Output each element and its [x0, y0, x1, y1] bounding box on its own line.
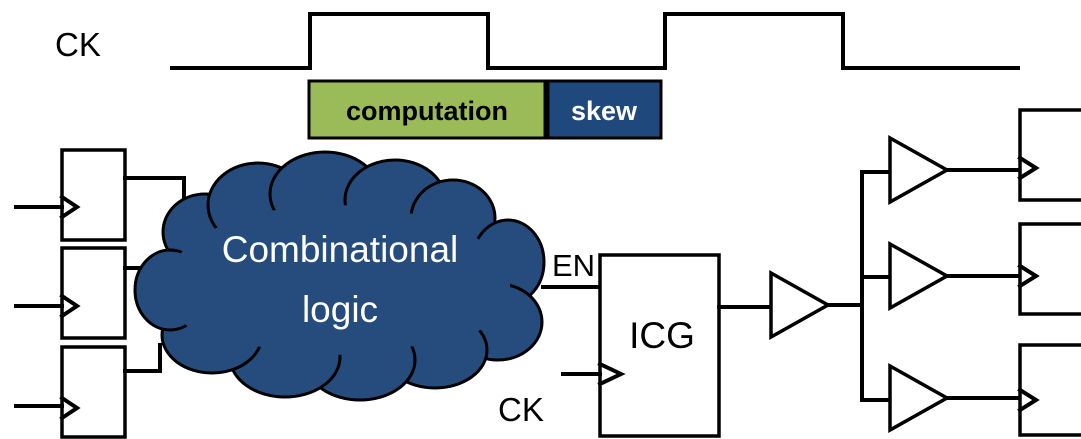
flip-flop-1	[14, 148, 186, 242]
cloud-label-line2: logic	[302, 289, 378, 330]
tree-buffer-3	[888, 363, 951, 433]
gated-flip-flop-1	[1017, 108, 1081, 202]
tree-buffer-2	[888, 241, 951, 311]
gated-flip-flop-2	[1017, 222, 1081, 316]
icg-cell: ICG	[597, 253, 721, 438]
cloud-label-line1: Combinational	[222, 229, 459, 270]
computation-label: computation	[346, 96, 508, 126]
clock-label-icg: CK	[498, 391, 544, 428]
enable-label: EN	[552, 248, 595, 283]
skew-bar: skew	[546, 79, 663, 140]
flip-flop-2	[14, 246, 152, 340]
combinational-logic-cloud: Combinational logic	[133, 150, 546, 402]
clock-buffer	[769, 270, 832, 340]
flip-flop-3	[14, 343, 162, 439]
gated-flip-flop-3	[1017, 343, 1081, 437]
clock-label-top: CK	[55, 26, 101, 63]
skew-label: skew	[571, 96, 638, 126]
icg-label: ICG	[629, 315, 695, 356]
clock-waveform	[170, 12, 1020, 70]
computation-bar: computation	[307, 79, 547, 140]
tree-buffer-1	[888, 135, 951, 205]
